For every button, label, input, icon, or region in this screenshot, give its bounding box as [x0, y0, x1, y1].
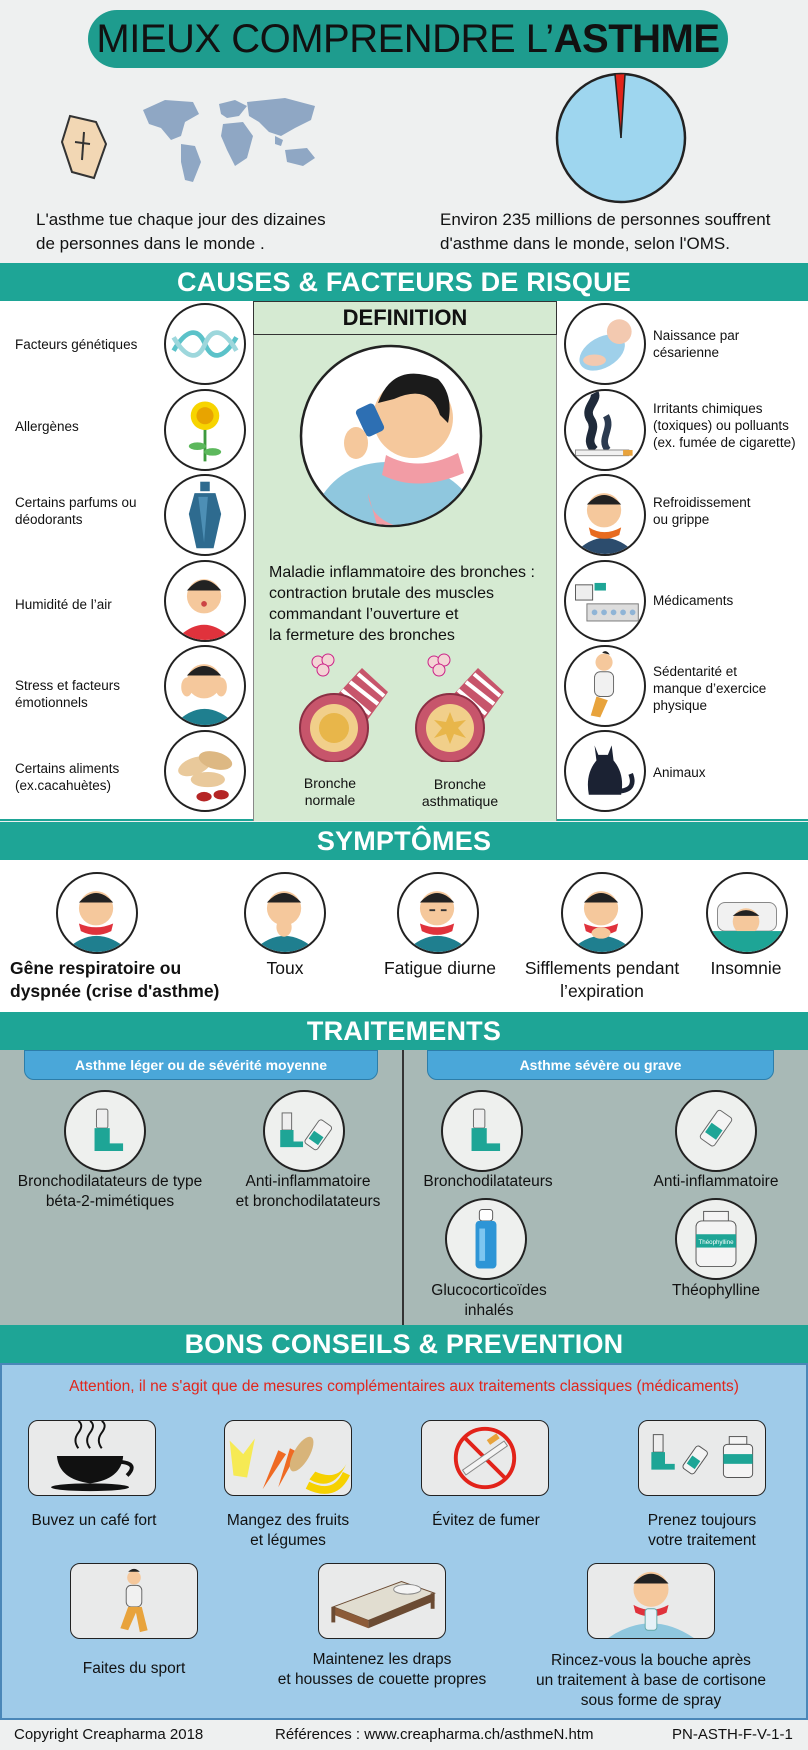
definition-text: Maladie inflammatoire des bronches : con…: [269, 564, 535, 644]
definition-heading: DEFINITION: [253, 301, 557, 335]
smoke-icon: [564, 389, 646, 471]
cold-person-icon: [564, 474, 646, 556]
title-bold: ASTHME: [553, 16, 720, 61]
treatments-heading: TRAITEMENTS: [0, 1012, 808, 1050]
wheezing-icon: [561, 872, 643, 954]
factor-label-allergens: Allergènes: [15, 419, 79, 434]
theophylline-bottle-icon: Théophylline: [675, 1198, 757, 1280]
deaths-stat: L'asthme tue chaque jour des dizaines de…: [36, 210, 326, 253]
advice-label-sport: Faites du sport: [82, 1660, 186, 1677]
causes-heading: CAUSES & FACTEURS DE RISQUE: [0, 263, 808, 301]
title-main: MIEUX COMPRENDRE L’: [96, 16, 554, 61]
rinse-mouth-icon: [587, 1563, 715, 1639]
factor-label-genetics: Facteurs génétiques: [15, 337, 138, 352]
world-map-icon: [143, 98, 315, 182]
symptoms-heading: SYMPTÔMES: [0, 822, 808, 860]
factor-label-medication: Médicaments: [653, 593, 734, 608]
factor-label-chemicals: Irritants chimiques(toxiques) ou polluan…: [653, 401, 796, 450]
symptom-label-insomnia: Insomnie: [710, 958, 782, 978]
fatigue-icon: [397, 872, 479, 954]
fruits-vegetables-icon: [224, 1420, 352, 1496]
baby-icon: [564, 303, 646, 385]
severe-asthma-label: Asthme sévère ou grave: [427, 1050, 774, 1080]
no-smoking-icon: [421, 1420, 549, 1496]
coffin-icon: [60, 114, 108, 180]
inhaler-person-icon: [299, 344, 483, 528]
pills-icon: [564, 560, 646, 642]
humid-person-icon: [164, 560, 246, 642]
advice-warning: Attention, il ne s'agit que de mesures c…: [69, 1378, 739, 1395]
insomnia-icon: [706, 872, 788, 954]
coffee-icon: [28, 1420, 156, 1496]
symptom-label-cough: Toux: [266, 958, 304, 978]
inactive-person-icon: [564, 645, 646, 727]
pie-chart-icon: [555, 72, 687, 204]
footer-copyright: Copyright Creapharma 2018: [14, 1726, 204, 1743]
cough-icon: [244, 872, 326, 954]
treatment-label-severe-anti: Anti-inflammatoire: [653, 1173, 779, 1190]
asthmatic-bronchus-icon: [415, 653, 504, 762]
breathless-icon: [56, 872, 138, 954]
stressed-person-icon: [164, 645, 246, 727]
footer-code: PN-ASTH-F-V-1-1: [672, 1726, 793, 1743]
glucocorticoid-inhaler-icon: [445, 1198, 527, 1280]
perfume-icon: [164, 474, 246, 556]
treatments-section: [0, 1050, 808, 1325]
bronchodilator-icon: [64, 1090, 146, 1172]
take-treatment-icon: [638, 1420, 766, 1496]
factor-label-humidity: Humidité de l’air: [15, 597, 112, 612]
dna-icon: [164, 303, 246, 385]
footer: [0, 1720, 808, 1750]
sport-icon: [70, 1563, 198, 1639]
mild-asthma-label: Asthme léger ou de sévérité moyenne: [24, 1050, 378, 1080]
advice-label-smoking: Évitez de fumer: [432, 1512, 540, 1529]
advice-heading: BONS CONSEILS & PREVENTION: [0, 1325, 808, 1363]
page-title: MIEUX COMPRENDRE L’ASTHME: [88, 10, 728, 68]
factor-label-animals: Animaux: [653, 765, 706, 780]
svg-text:Théophylline: Théophylline: [699, 1239, 735, 1246]
advice-label-coffee: Buvez un café fort: [31, 1512, 157, 1529]
cat-icon: [564, 730, 646, 812]
normal-bronchus-icon: [299, 653, 388, 762]
footer-references[interactable]: Références : www.creapharma.ch/asthmeN.h…: [275, 1726, 594, 1743]
anti-inflammatory-bronchodilator-icon: [263, 1090, 345, 1172]
factor-label-food: Certains aliments(ex.cacahuètes): [15, 761, 120, 793]
symptom-label-fatigue: Fatigue diurne: [384, 958, 496, 978]
people-stat: Environ 235 millions de personnes souffr…: [440, 210, 771, 253]
severe-anti-inflammatory-icon: [675, 1090, 757, 1172]
flower-icon: [164, 389, 246, 471]
clean-bed-icon: [318, 1563, 446, 1639]
treatments-divider: [402, 1050, 404, 1325]
severe-bronchodilator-icon: [441, 1090, 523, 1172]
peanuts-icon: [164, 730, 246, 812]
treatment-label-theophylline: Théophylline: [672, 1282, 760, 1299]
treatment-label-severe-broncho: Bronchodilatateurs: [423, 1173, 553, 1190]
